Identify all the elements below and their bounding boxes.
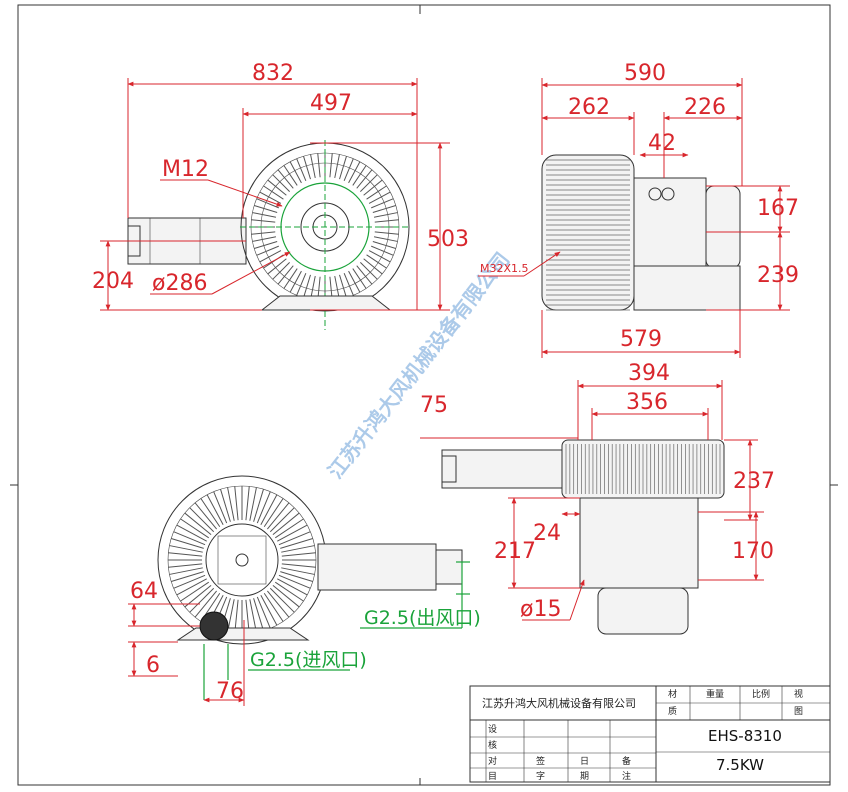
sheet-border [10, 4, 838, 786]
dim-356: 356 [626, 390, 668, 415]
dim-579: 579 [620, 327, 662, 352]
dim-832: 832 [252, 61, 294, 86]
footer-2: 签 [536, 755, 545, 767]
bottom-motor [317, 543, 437, 591]
footer-1: 目 [488, 771, 497, 782]
model-number: EHS-8310 [708, 727, 782, 745]
dim-75: 75 [420, 393, 448, 418]
dim-m32: M32X1.5 [480, 262, 529, 275]
dim-42: 42 [648, 131, 676, 156]
plan-motor [441, 449, 563, 489]
view-label: 视 [794, 688, 803, 700]
row-review: 对 [488, 755, 497, 767]
dim-167: 167 [757, 196, 799, 221]
plan-view: 394 356 75 237 24 217 170 ø15 [420, 361, 775, 635]
dim-204: 204 [92, 269, 134, 294]
dim-24: 24 [533, 521, 561, 546]
front-feet [260, 295, 392, 311]
dim-76: 76 [216, 679, 244, 704]
material-label: 材 [668, 688, 677, 700]
material-label-2: 质 [668, 705, 677, 717]
bottom-view: G2.5(出风口) G2.5(进风口) 64 6 76 [128, 475, 481, 706]
view-sub: 图 [794, 706, 803, 717]
dim-170: 170 [732, 539, 774, 564]
dim-239: 239 [757, 263, 799, 288]
dim-394: 394 [628, 361, 670, 386]
inlet-label: G2.5(进风口) [250, 649, 367, 671]
watermark: 江苏升鸿大风机械设备有限公司 [323, 248, 514, 483]
weight-label: 重量 [706, 688, 724, 700]
footer-4: 日 [580, 756, 589, 767]
row-check: 核 [488, 739, 497, 751]
dim-262: 262 [568, 95, 610, 120]
bottom-feet [176, 627, 310, 641]
scale-label: 比例 [752, 688, 770, 700]
front-view: 832 497 503 204 M12 ø286 [92, 61, 469, 330]
dim-590: 590 [624, 61, 666, 86]
outlet-label: G2.5(出风口) [364, 607, 481, 629]
dim-226: 226 [684, 95, 726, 120]
dim-64: 64 [130, 579, 158, 604]
power-rating: 7.5KW [716, 756, 764, 774]
footer-7: 注 [622, 770, 631, 782]
row-design: 设 [488, 724, 497, 735]
dim-237: 237 [733, 469, 775, 494]
side-view: 590 262 226 42 167 239 579 M32X1.5 [478, 61, 799, 358]
footer-3: 字 [536, 770, 545, 782]
footer-5: 期 [580, 771, 589, 782]
dim-503: 503 [427, 227, 469, 252]
side-motor [705, 185, 741, 269]
dim-217: 217 [494, 539, 536, 564]
dim-6: 6 [146, 653, 160, 678]
side-housing [541, 154, 635, 311]
dim-m12: M12 [162, 157, 209, 182]
dim-phi15: ø15 [520, 597, 561, 622]
company-name: 江苏升鸿大风机械设备有限公司 [482, 696, 636, 710]
title-block: 江苏升鸿大风机械设备有限公司 材 质 重量 比例 视 图 设 核 对 目 签 字… [469, 685, 831, 783]
footer-6: 备 [622, 755, 631, 767]
terminal-box [633, 177, 707, 267]
dim-497: 497 [310, 91, 352, 116]
dim-phi286: ø286 [152, 271, 207, 296]
